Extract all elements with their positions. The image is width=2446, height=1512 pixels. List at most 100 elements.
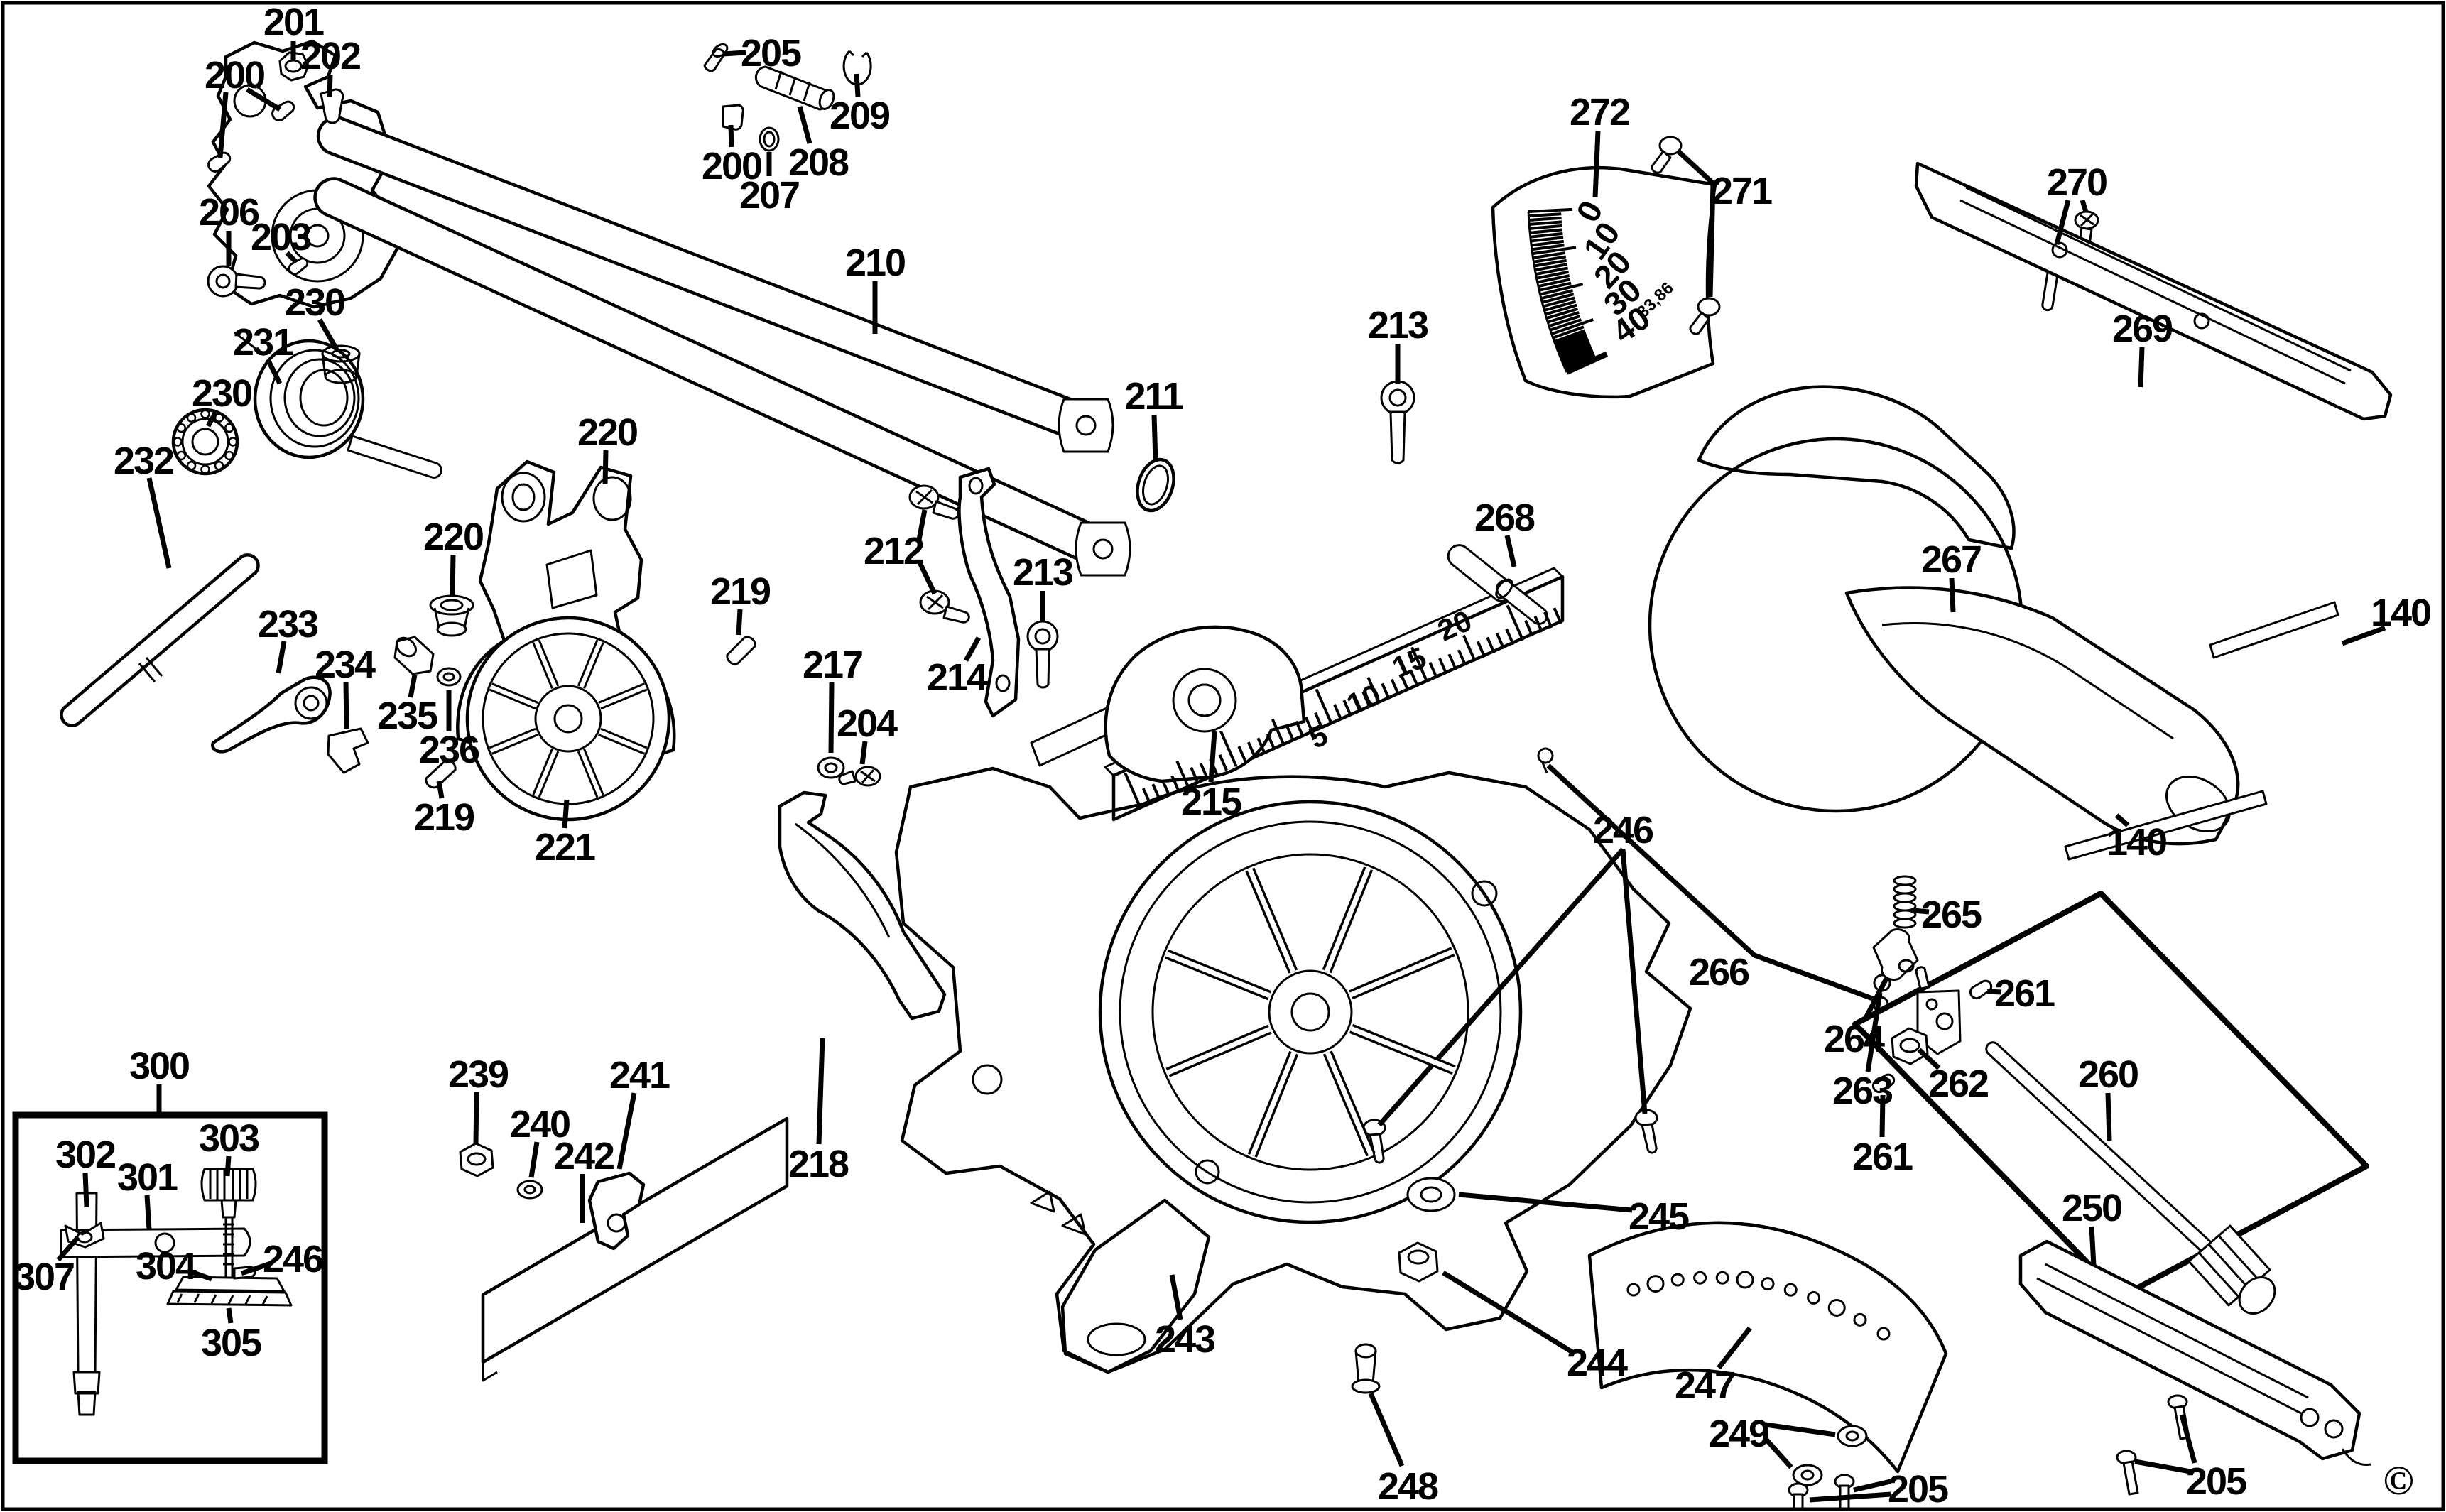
part-shape-rail-end-hole-upper xyxy=(1075,415,1097,436)
part-callout-265: 265 xyxy=(1913,893,1983,936)
part-callout-260: 260 xyxy=(2078,1053,2139,1141)
part-number-202: 202 xyxy=(300,35,360,77)
part-shape-spring-231-coil1 xyxy=(253,339,365,459)
part-number-242: 242 xyxy=(554,1135,614,1177)
part-callout-140a: 140 xyxy=(2341,592,2432,646)
part-number-300: 300 xyxy=(129,1045,189,1087)
part-callout-220a: 220 xyxy=(423,516,484,597)
part-shape-pin-200-right xyxy=(271,100,295,121)
part-shape-block-262-hole1 xyxy=(1935,1012,1954,1030)
part-number-201: 201 xyxy=(263,1,324,43)
part-number-206: 206 xyxy=(199,191,259,234)
part-number-208: 208 xyxy=(788,141,849,184)
part-shape-base-front-arm xyxy=(1060,1198,1211,1374)
part-shape-bracket-250 xyxy=(2018,1239,2361,1461)
part-number-247: 247 xyxy=(1675,1364,1734,1407)
part-callout-204: 204 xyxy=(837,702,899,765)
part-shape-rod-232-band xyxy=(138,657,163,682)
part-shape-bracket-250-hook xyxy=(2341,1448,2371,1467)
part-callout-205a: 205 xyxy=(722,32,803,75)
part-shape-rail-end-block-lower xyxy=(1075,521,1131,577)
part-shape-oring-207 xyxy=(759,126,780,152)
part-shape-spring-231-leg xyxy=(234,331,265,357)
part-shape-rod-260-knurl xyxy=(2197,1234,2260,1298)
part-callout-205c: 205 xyxy=(2134,1414,2248,1503)
part-shape-screw-270-right-cross xyxy=(2080,212,2094,227)
part-callout-208: 208 xyxy=(788,106,850,184)
part-number-307: 307 xyxy=(14,1256,74,1298)
part-callout-267: 267 xyxy=(1921,538,1982,613)
part-shape-turntable-hub xyxy=(1268,969,1353,1055)
part-callout-205b: 205 xyxy=(1809,1468,1950,1511)
part-shape-fence-plate-242-edge xyxy=(482,1362,498,1382)
part-number-205b: 205 xyxy=(1888,1468,1948,1511)
part-number-304: 304 xyxy=(136,1245,197,1288)
part-shape-bracket-250-hole1 xyxy=(2324,1419,2344,1439)
part-callout-246a: 246 xyxy=(1377,809,1655,1127)
part-shape-pin-261a xyxy=(1969,979,1993,1000)
part-number-267: 267 xyxy=(1921,538,1981,581)
part-callout-235: 235 xyxy=(377,674,439,737)
part-number-231: 231 xyxy=(233,321,293,364)
part-shape-washer-249b-bore xyxy=(1800,1469,1815,1481)
part-number-213b: 213 xyxy=(1013,551,1073,594)
part-number-246b: 246 xyxy=(263,1238,323,1280)
part-number-210: 210 xyxy=(845,241,905,284)
part-shape-lever-233-boss xyxy=(294,686,328,720)
part-shape-base-boss1 xyxy=(972,1064,1003,1095)
part-callout-209: 209 xyxy=(830,73,891,137)
part-number-212: 212 xyxy=(864,530,923,572)
part-callout-300: 300 xyxy=(129,1045,190,1113)
part-shape-arm-window xyxy=(545,549,598,609)
part-shape-strip-269-hole1 xyxy=(2193,312,2210,330)
part-shape-screw-206-socket xyxy=(215,273,231,289)
part-callout-304: 304 xyxy=(136,1245,213,1288)
part-shape-spring-231-coil4 xyxy=(299,369,349,427)
part-shape-arm-eye-right xyxy=(592,476,632,521)
part-shape-bracket-250-hole2 xyxy=(2300,1408,2320,1427)
part-shape-screw-212-upper-cross xyxy=(915,489,933,506)
part-shape-sleeve-264-bore xyxy=(1898,959,1915,973)
part-shape-kit-box xyxy=(1852,891,2369,1300)
part-shape-oring-211 xyxy=(1136,457,1175,513)
part-callout-212: 212 xyxy=(864,509,937,595)
part-shape-sticker-140b xyxy=(2064,790,2268,861)
part-shape-spring-231-coil2 xyxy=(269,349,360,448)
part-callout-269: 269 xyxy=(2112,308,2174,388)
part-callout-211: 211 xyxy=(1124,375,1185,462)
part-shape-bushing-200b xyxy=(722,104,744,131)
part-callout-241: 241 xyxy=(609,1054,671,1170)
part-callout-233: 233 xyxy=(258,603,320,674)
part-callout-232: 232 xyxy=(114,440,175,569)
part-shape-oring-211-inner xyxy=(1141,464,1170,506)
part-number-140b: 140 xyxy=(2107,821,2166,864)
part-shape-guard-218 xyxy=(778,790,947,1021)
part-shape-base-boss2 xyxy=(1471,880,1498,907)
part-number-301: 301 xyxy=(117,1156,178,1199)
part-shape-washer-245-bore xyxy=(1420,1186,1442,1203)
part-shape-clamp-arm-301-ear xyxy=(154,1232,175,1253)
part-shape-bushing-220a-bottom xyxy=(436,621,467,637)
part-shape-screw-213b-shaft xyxy=(1035,648,1050,689)
part-number-268: 268 xyxy=(1474,496,1535,539)
part-shape-cam-241 xyxy=(587,1171,646,1251)
part-number-272: 272 xyxy=(1570,91,1629,134)
part-callout-236: 236 xyxy=(419,690,481,771)
part-callout-250: 250 xyxy=(2062,1187,2123,1266)
part-shape-clip-234 xyxy=(327,727,369,774)
part-callout-266: 266 xyxy=(1546,763,1878,1003)
part-number-270: 270 xyxy=(2047,161,2107,204)
part-callout-214: 214 xyxy=(927,636,989,699)
part-number-200b: 200 xyxy=(702,145,761,187)
part-shape-strap-214-hole-top xyxy=(968,477,984,495)
part-shape-rod-260-cap xyxy=(2238,1276,2276,1315)
part-shape-arm-eye-left-bore xyxy=(511,483,536,511)
copyright-mark: © xyxy=(2383,1457,2413,1503)
part-shape-screw-213b-head xyxy=(1026,620,1059,653)
part-number-211: 211 xyxy=(1124,375,1183,418)
part-shape-fence-215-bore xyxy=(1172,668,1237,733)
part-shape-screw-271-lower-head xyxy=(1697,297,1721,317)
part-number-261a: 261 xyxy=(1994,972,2055,1015)
part-callout-262: 262 xyxy=(1917,1048,1989,1105)
